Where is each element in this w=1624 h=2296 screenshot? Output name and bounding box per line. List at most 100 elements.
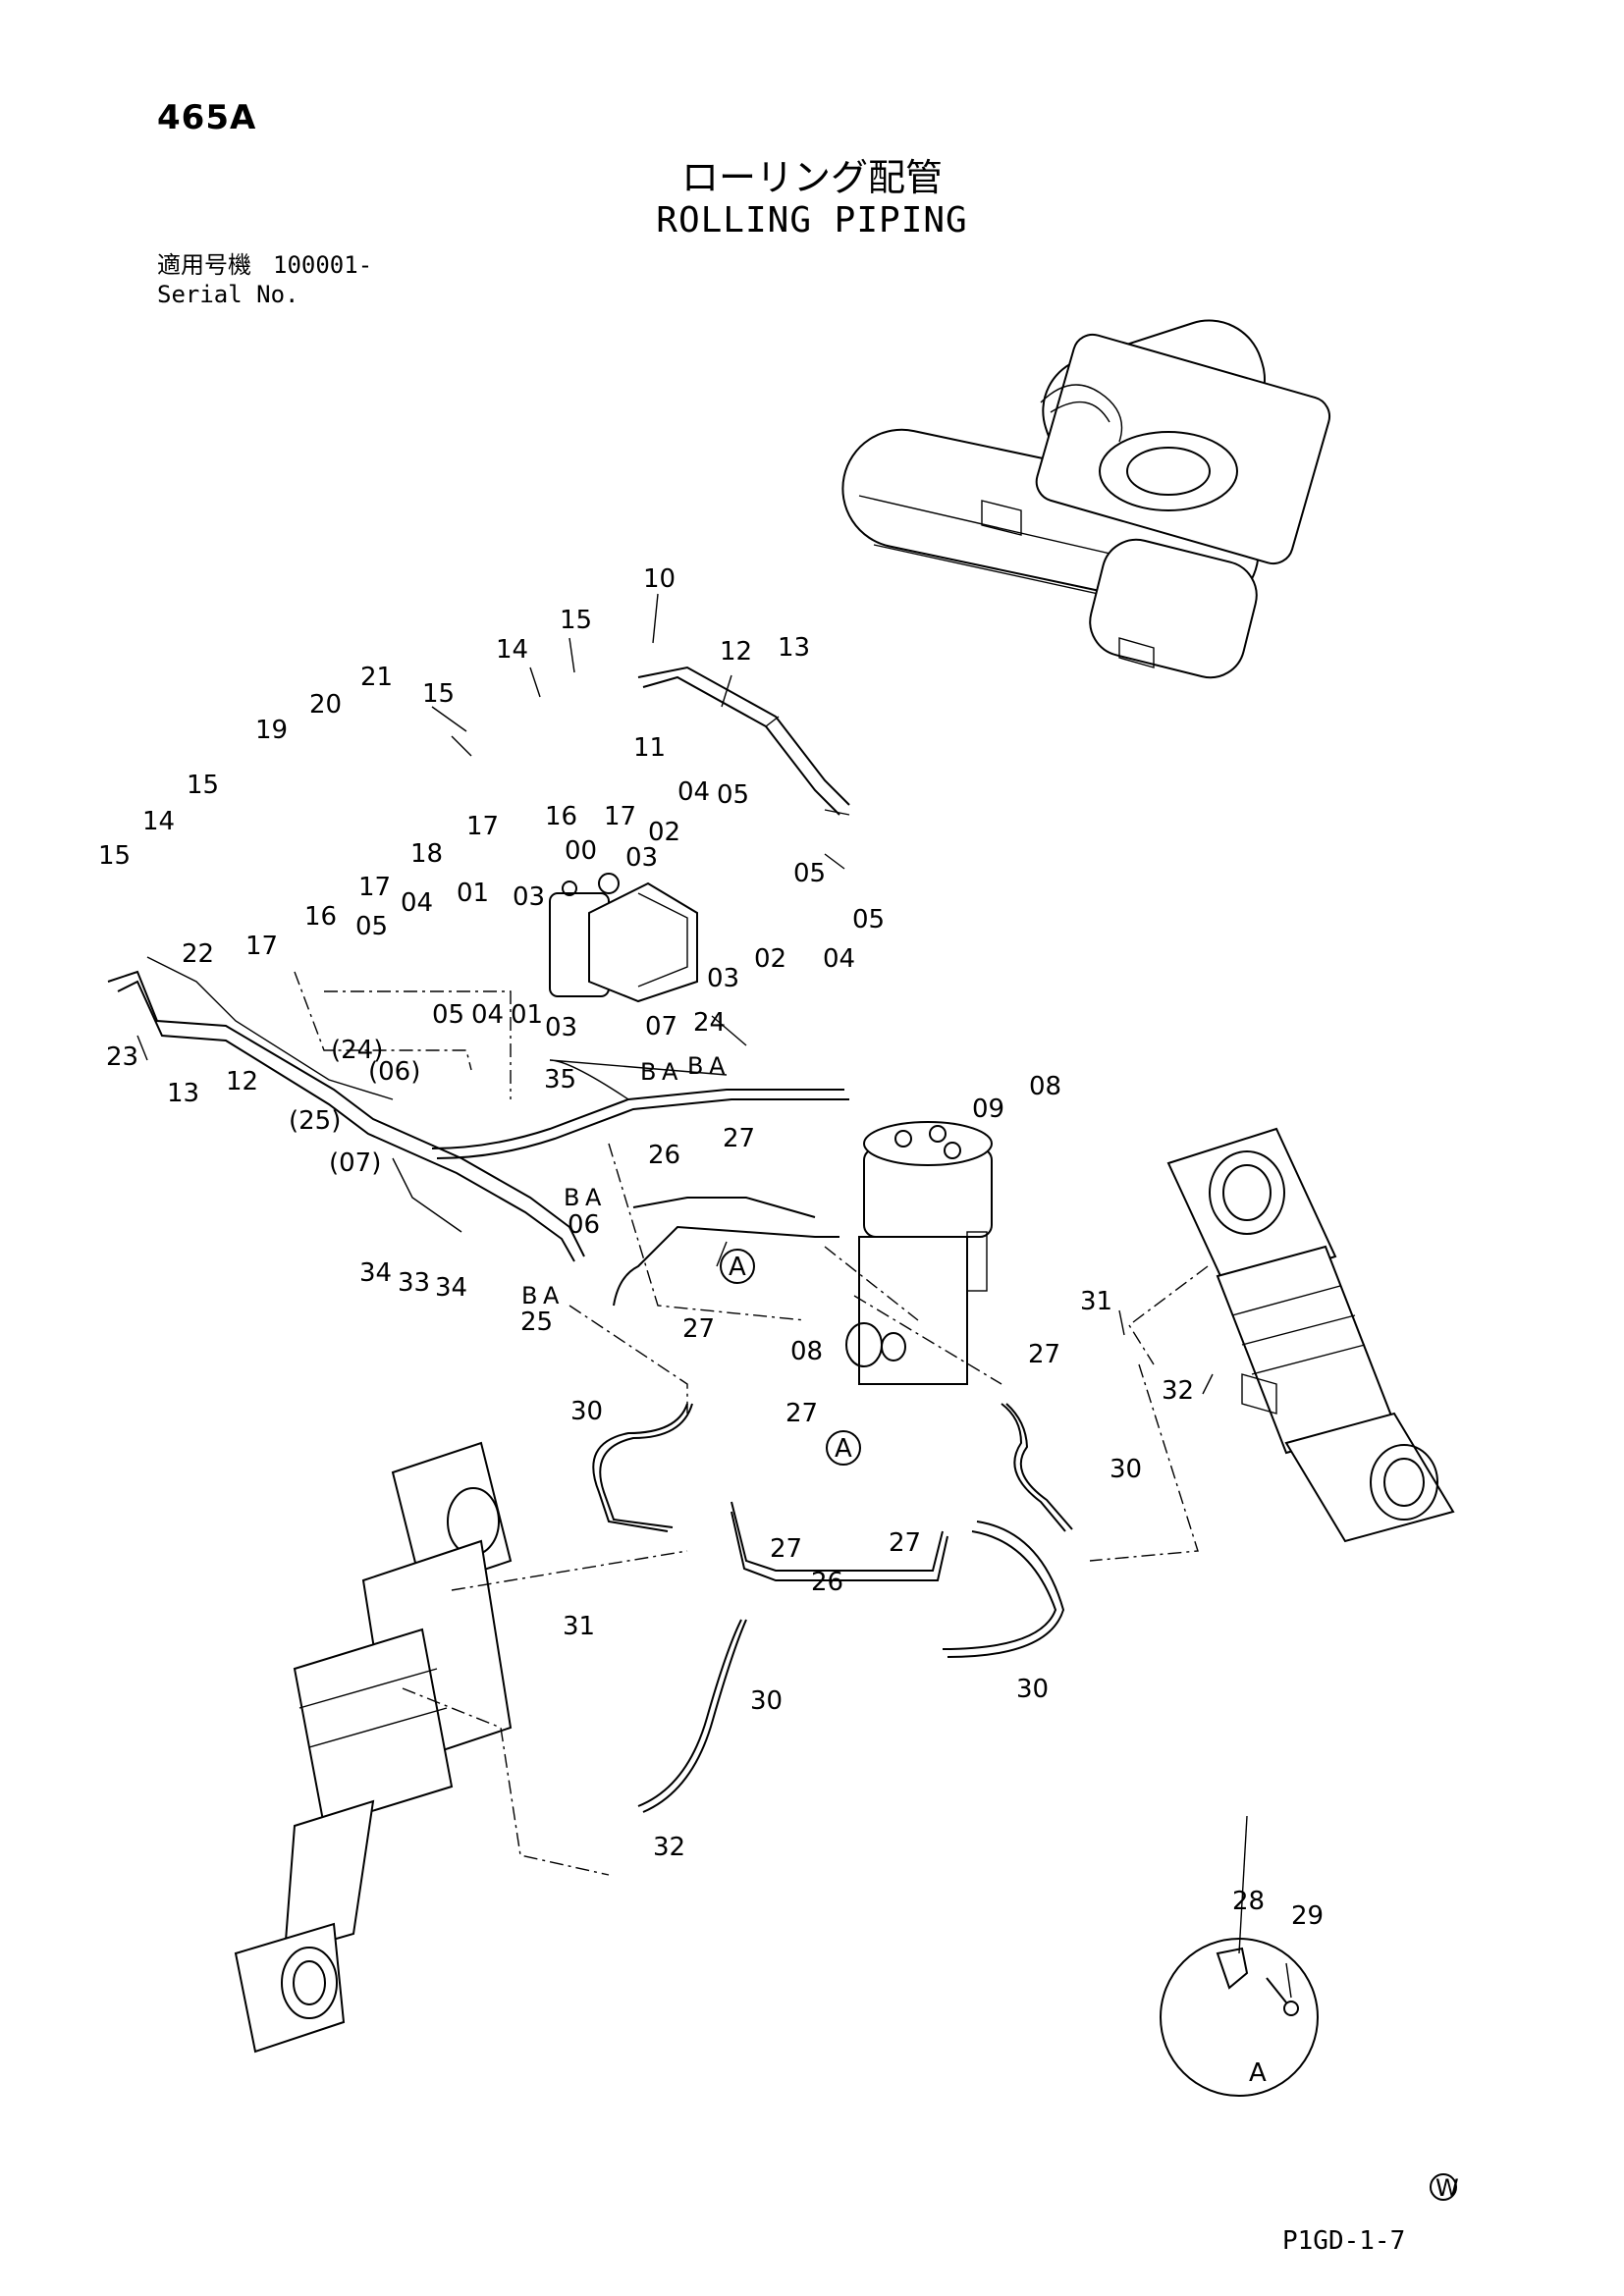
- center-joint-illustration: [845, 1121, 993, 1385]
- callout-17: 17: [604, 802, 636, 831]
- piping: [107, 666, 1073, 1813]
- callout-15: 15: [422, 679, 455, 709]
- callout-30: 30: [1110, 1455, 1142, 1484]
- view-b-07: B: [640, 1058, 656, 1086]
- callout-14: 14: [142, 807, 175, 836]
- callout-24: 24: [693, 1008, 726, 1038]
- callout-26: 26: [811, 1568, 843, 1597]
- callout-04: 04: [471, 1000, 504, 1030]
- callout-27: 27: [1028, 1340, 1060, 1369]
- callout-25-ref: (25): [289, 1106, 341, 1136]
- callout-13: 13: [167, 1079, 199, 1108]
- callout-15: 15: [560, 606, 592, 635]
- callout-34: 34: [435, 1273, 467, 1303]
- callout-05: 05: [793, 859, 826, 888]
- callout-05: 05: [717, 780, 749, 810]
- callout-30: 30: [750, 1686, 783, 1716]
- callout-19: 19: [255, 716, 288, 745]
- view-b-24: B: [687, 1052, 703, 1080]
- view-a-label-1: A: [729, 1253, 746, 1282]
- leader-lines: [136, 593, 1292, 1999]
- callout-17: 17: [245, 932, 278, 961]
- callout-08: 08: [790, 1337, 823, 1366]
- callout-32: 32: [653, 1833, 685, 1862]
- view-a-25: A: [543, 1282, 560, 1309]
- callout-30: 30: [1016, 1675, 1049, 1704]
- view-a-07: A: [662, 1058, 678, 1086]
- callout-09: 09: [972, 1095, 1004, 1124]
- callout-27: 27: [785, 1399, 818, 1428]
- serial-value: 100001-: [273, 251, 373, 279]
- callout-17: 17: [466, 812, 499, 841]
- callout-29: 29: [1291, 1901, 1324, 1931]
- callout-03: 03: [513, 882, 545, 912]
- callout-16: 16: [304, 902, 337, 932]
- callout-01: 01: [511, 1000, 543, 1030]
- callout-18: 18: [410, 839, 443, 869]
- w-mark-circle: [1430, 2173, 1457, 2201]
- callout-25: 25: [520, 1308, 553, 1337]
- callout-16: 16: [545, 802, 577, 831]
- view-b-25: B: [521, 1282, 537, 1309]
- callout-12: 12: [720, 637, 752, 667]
- callout-15: 15: [98, 841, 131, 871]
- callout-03: 03: [625, 843, 658, 873]
- callout-08: 08: [1029, 1072, 1061, 1101]
- view-a-marker-2: [826, 1430, 861, 1466]
- detail-a-label: A: [1249, 2058, 1267, 2088]
- callout-10: 10: [643, 564, 676, 594]
- callout-00: 00: [565, 836, 597, 866]
- callout-34: 34: [359, 1258, 392, 1288]
- callout-06-ref: (06): [368, 1057, 420, 1087]
- callout-07-ref: (07): [329, 1148, 381, 1178]
- callout-32: 32: [1162, 1376, 1194, 1406]
- callout-labels: 10 13 12 15 14 21 20 19 15 15 14 15 11 1…: [98, 564, 1324, 1931]
- callout-14: 14: [496, 635, 528, 665]
- w-mark: W: [1435, 2174, 1459, 2202]
- callout-33: 33: [398, 1268, 430, 1298]
- callout-05: 05: [852, 905, 885, 934]
- callout-27: 27: [889, 1528, 921, 1558]
- view-b-06: B: [564, 1184, 579, 1211]
- serial-label-jp: 適用号機: [157, 251, 251, 279]
- callout-22: 22: [182, 939, 214, 969]
- left-cylinder-illustration: [234, 1441, 513, 2054]
- view-a-06: A: [585, 1184, 602, 1211]
- drawing-code: P1GD-1-7: [1282, 2226, 1406, 2256]
- callout-12: 12: [226, 1067, 258, 1096]
- callout-27: 27: [723, 1124, 755, 1153]
- callout-27: 27: [770, 1534, 802, 1564]
- view-a-24: A: [709, 1052, 726, 1080]
- callout-11: 11: [633, 733, 666, 763]
- callout-05: 05: [432, 1000, 464, 1030]
- callout-17: 17: [358, 873, 391, 902]
- callout-04: 04: [823, 944, 855, 974]
- callout-27: 27: [682, 1314, 715, 1344]
- callout-06: 06: [568, 1210, 600, 1240]
- serial-block: 適用号機 100001- Serial No.: [157, 250, 372, 309]
- detail-a-view: [1160, 1938, 1319, 2097]
- callout-30: 30: [570, 1397, 603, 1426]
- undercarriage-illustration: [841, 319, 1331, 679]
- callout-31: 31: [563, 1612, 595, 1641]
- view-a-marker-1: [720, 1249, 755, 1284]
- callout-31: 31: [1080, 1287, 1112, 1316]
- callout-03: 03: [707, 964, 739, 993]
- callout-02: 02: [754, 944, 786, 974]
- callout-01: 01: [457, 879, 489, 908]
- callout-21: 21: [360, 663, 393, 692]
- callout-24-ref: (24): [331, 1036, 383, 1065]
- callout-07: 07: [645, 1012, 677, 1041]
- valve-block-illustration: [549, 873, 698, 1003]
- right-cylinder-illustration: [1166, 1127, 1455, 1543]
- title-english: ROLLING PIPING: [656, 200, 968, 240]
- callout-15: 15: [187, 771, 219, 800]
- callout-03: 03: [545, 1013, 577, 1042]
- callout-23: 23: [106, 1042, 138, 1072]
- callout-04: 04: [677, 777, 710, 807]
- view-mark-labels: A A A B A B A B A B A: [521, 1052, 1267, 2088]
- serial-label-en: Serial No.: [157, 281, 299, 308]
- callout-05: 05: [355, 912, 388, 941]
- callout-02: 02: [648, 818, 680, 847]
